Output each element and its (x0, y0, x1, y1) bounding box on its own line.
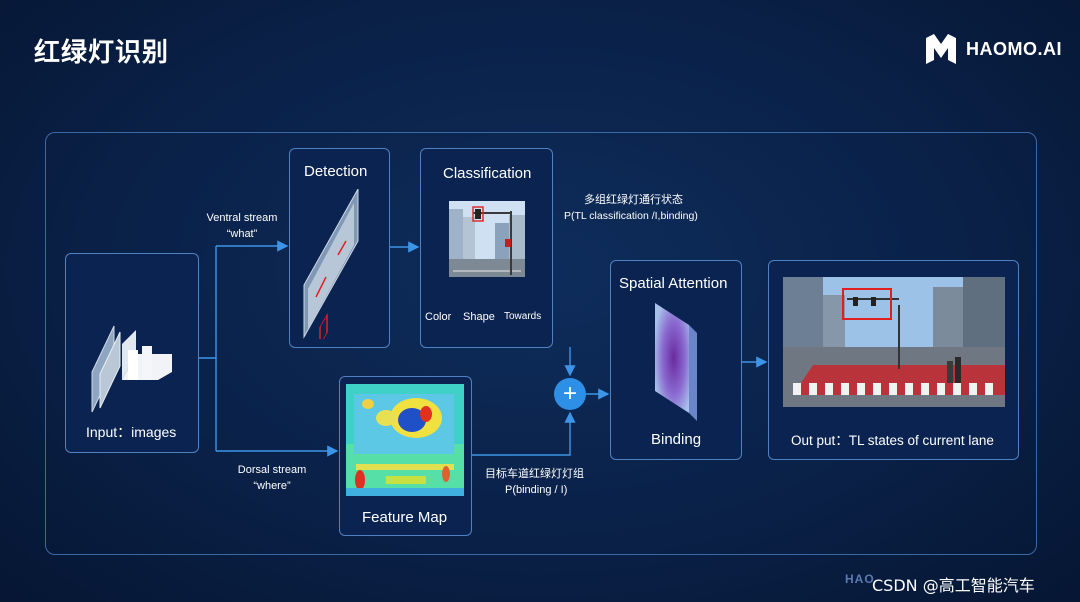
output-box: Out put：TL states of current lane (768, 260, 1019, 460)
attr-towards: Towards (504, 311, 542, 322)
detection-image-icon (303, 189, 359, 339)
ventral-stream-what: “what” (226, 228, 258, 240)
input-box: Input：images (65, 253, 199, 453)
feature-map-heatmap-icon (346, 384, 464, 496)
watermark-faint: HAO (845, 572, 875, 586)
feature-map-title: Feature Map (362, 509, 448, 526)
ventral-stream-label: Ventral stream “what” (198, 210, 286, 242)
spatial-attention-title: Spatial Attention (619, 275, 728, 292)
classification-note-cn: 多组红绿灯通行状态 (584, 193, 683, 206)
detection-title: Detection (304, 163, 368, 180)
binding-caption: Binding (651, 431, 702, 448)
binding-note-cn: 目标车道红绿灯灯组 (485, 467, 584, 480)
spatial-attention-box: Spatial Attention Binding (610, 260, 742, 460)
watermark-text: CSDN @高工智能汽车 (872, 576, 1035, 595)
diagram-frame (45, 132, 1037, 555)
ventral-stream-name: Ventral stream (206, 212, 278, 224)
binding-note-en: P(binding / I) (505, 484, 568, 496)
haomo-logo-icon (926, 34, 956, 64)
detection-box: Detection (289, 148, 390, 348)
dorsal-stream-label: Dorsal stream “where” (228, 462, 316, 494)
classification-box: Classification Color Shape Towards (420, 148, 553, 348)
output-street-image-icon (783, 277, 1005, 407)
attr-color: Color (425, 311, 452, 323)
combine-node: + (554, 378, 586, 410)
dorsal-stream-name: Dorsal stream (237, 464, 307, 476)
input-label: Input：images (86, 424, 177, 440)
classification-image-icon (449, 201, 525, 277)
classification-title: Classification (443, 165, 532, 182)
attr-shape: Shape (463, 311, 495, 323)
output-label: Out put：TL states of current lane (791, 433, 994, 448)
feature-map-box: Feature Map (339, 376, 472, 536)
brand-name: HAOMO.AI (966, 38, 1062, 59)
attention-map-icon (655, 303, 697, 421)
input-image-stack-icon (91, 325, 172, 413)
dorsal-stream-where: “where” (253, 480, 291, 492)
page-title: 红绿灯识别 (34, 38, 170, 68)
brand-logo: HAOMO.AI (924, 34, 1062, 64)
classification-note-en: P(TL classification /I,binding) (564, 210, 698, 222)
